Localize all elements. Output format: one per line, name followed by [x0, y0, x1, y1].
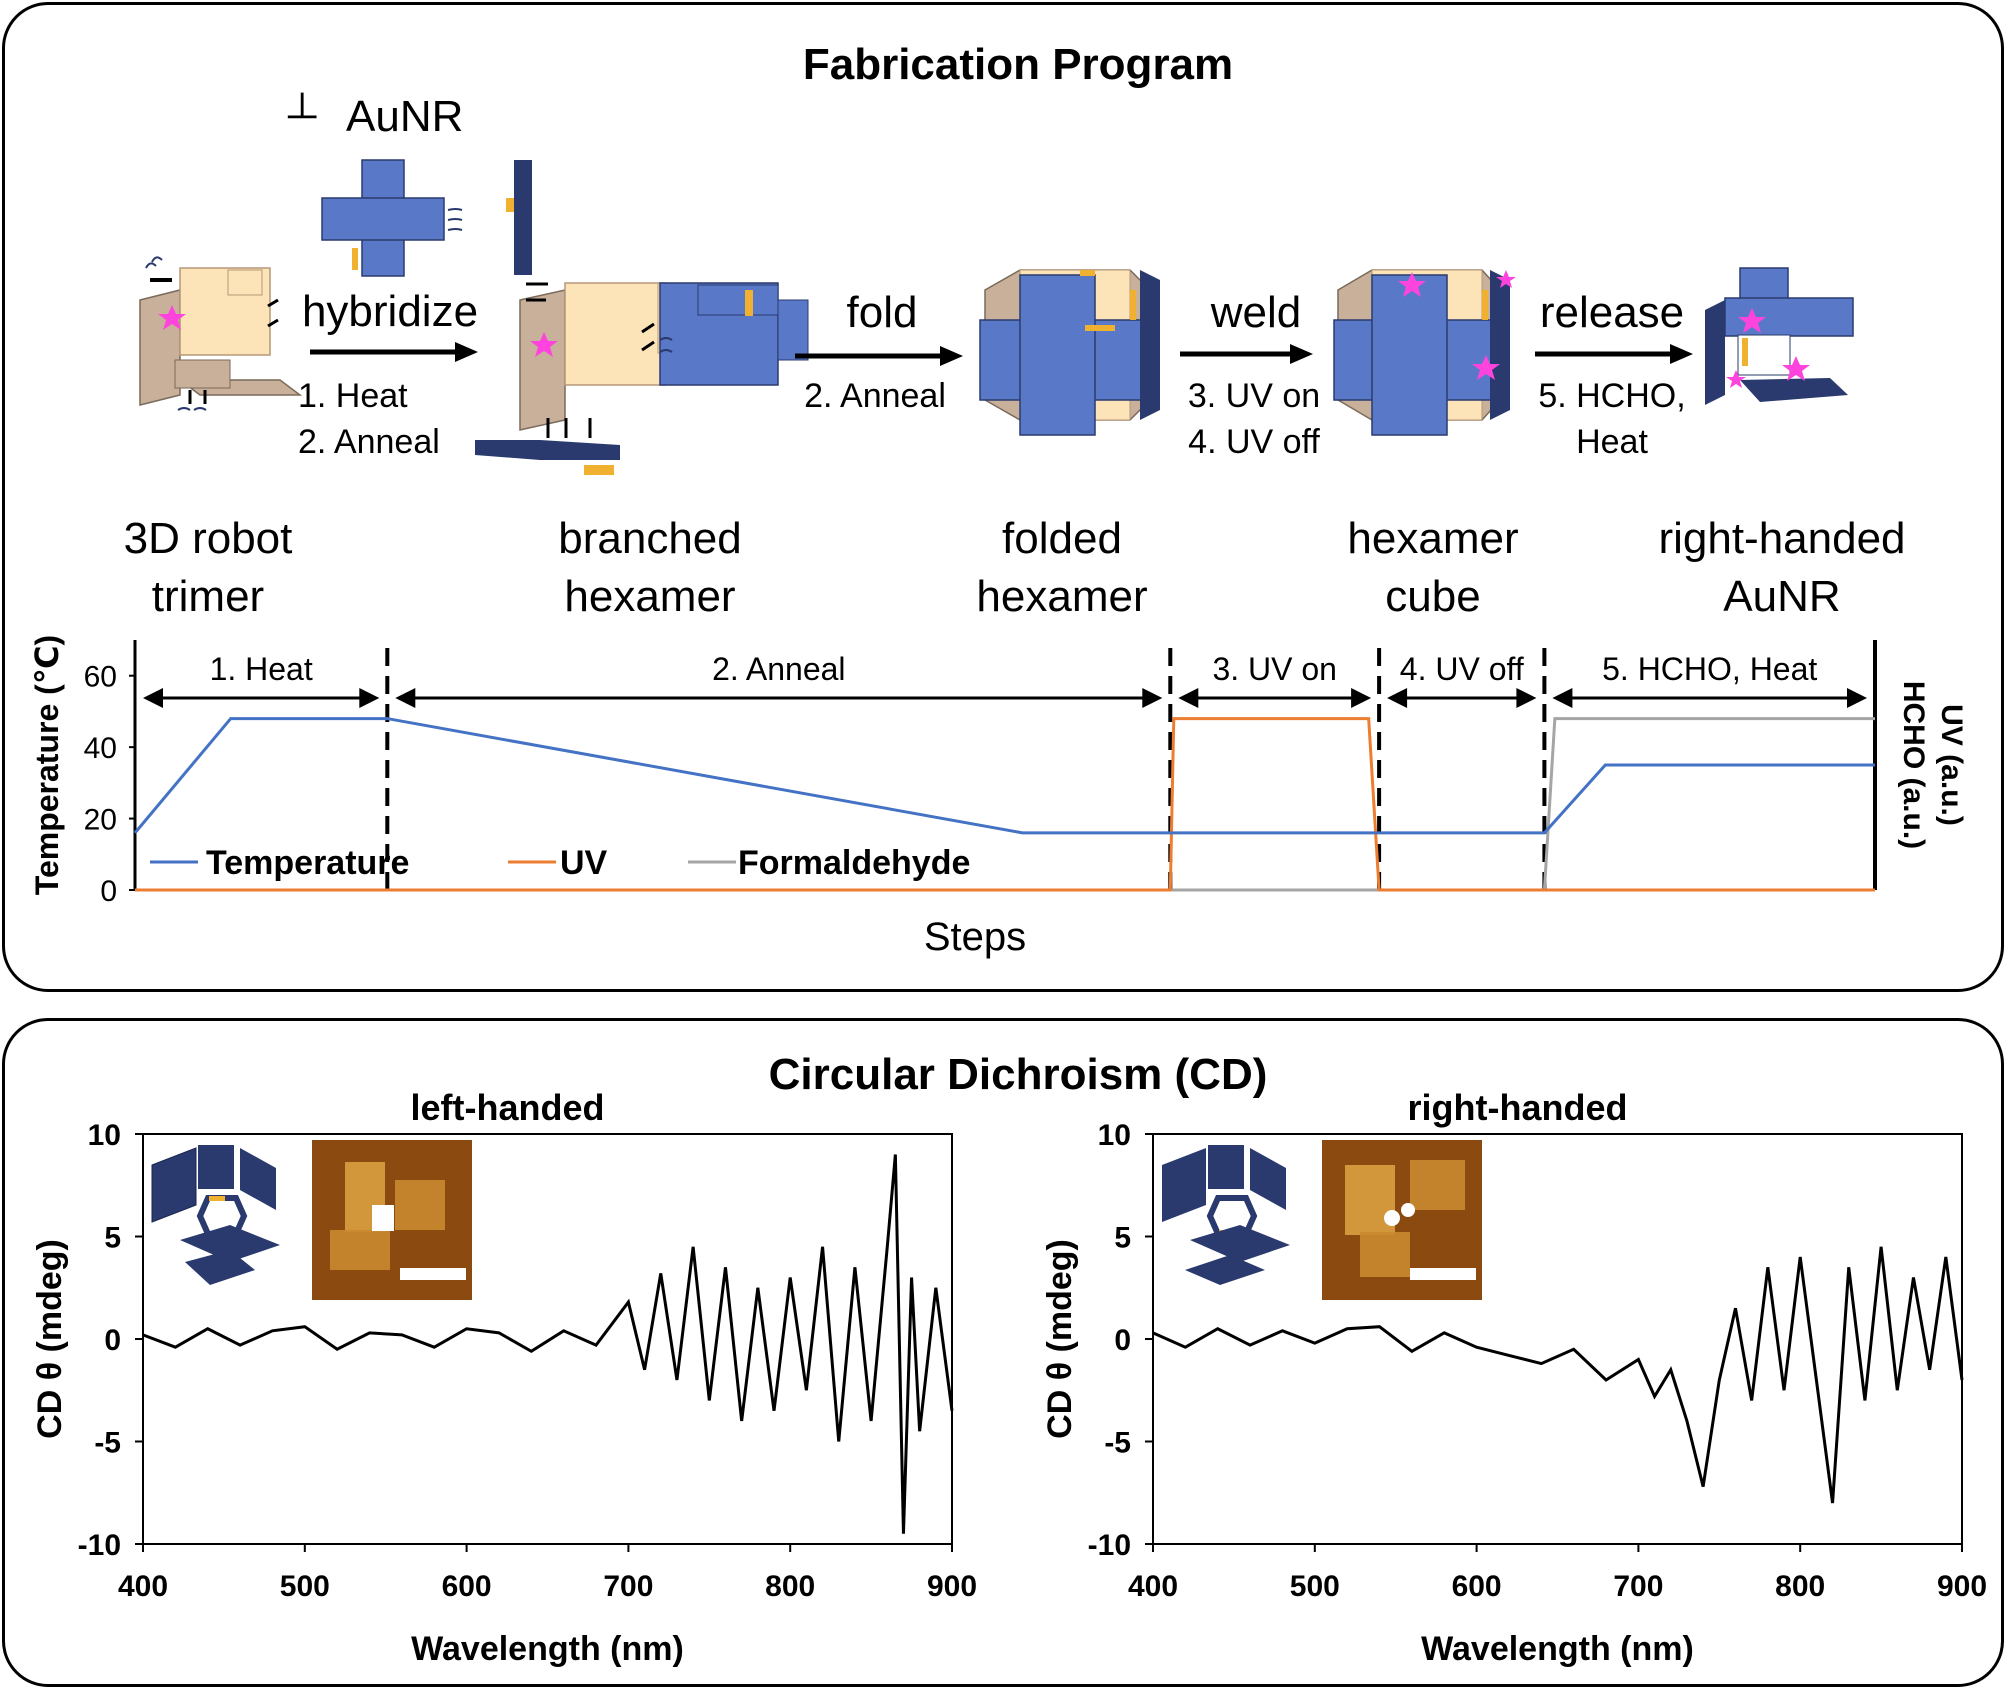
phase-arrow-head — [1847, 688, 1867, 708]
cd-spectrum-line — [1152, 1246, 1964, 1504]
x-tick-label: 800 — [765, 1570, 815, 1603]
phase-label: 1. Heat — [210, 651, 313, 687]
fabrication-schematic — [139, 159, 1854, 475]
x-tick-label: 900 — [1937, 1570, 1987, 1603]
temperature-program-chart: 0 20 40 60 Temperature (℃) UV (a.u.)HCHO (a.u… — [29, 635, 1968, 959]
transition-fold-label: fold — [846, 288, 918, 337]
y-tick-label: -5 — [1104, 1427, 1131, 1460]
branched-hexamer-icon — [475, 160, 809, 475]
phase-label: 5. HCHO, Heat — [1602, 651, 1817, 687]
transition-weld-step1: 3. UV on — [1187, 377, 1321, 415]
y-tick-label: 40 — [84, 732, 117, 765]
phase-arrow-head — [1351, 688, 1372, 708]
legend-label: UV — [560, 844, 608, 882]
x-axis-label: Wavelength (nm) — [1421, 1630, 1694, 1668]
cd-spectrum-line — [142, 1154, 954, 1534]
transition-hybridize-step1: 1. Heat — [298, 377, 408, 415]
folded-hexamer-icon — [979, 269, 1160, 436]
chart-title: left-handed — [411, 1087, 605, 1128]
y-tick-label: 10 — [88, 1119, 121, 1152]
phase-label: 3. UV on — [1212, 651, 1337, 687]
y2-axis-label-uv: UV (a.u.) — [1935, 704, 1968, 826]
cd-panel — [2, 1018, 2004, 1687]
hexamer-cube-icon — [1333, 269, 1516, 436]
phase-arrow-head — [1552, 688, 1573, 708]
chart-title: right-handed — [1408, 1087, 1628, 1128]
y-tick-label: 0 — [100, 875, 117, 908]
transition-fold-step1: 2. Anneal — [804, 377, 946, 415]
y-axis-label: Temperature (℃) — [29, 635, 65, 895]
x-tick-label: 400 — [118, 1570, 168, 1603]
legend-label: Formaldehyde — [738, 844, 970, 882]
right-handed-aunr-icon — [1705, 267, 1854, 405]
series-line-uv — [135, 717, 1875, 892]
x-tick-label: 700 — [1613, 1570, 1663, 1603]
y2-axis-label-hcho: HCHO (a.u.) — [1897, 681, 1930, 849]
phase-arrow-head — [1142, 688, 1163, 708]
y-tick-label: 10 — [1098, 1119, 1131, 1152]
x-tick-label: 800 — [1775, 1570, 1825, 1603]
x-tick-label: 500 — [1290, 1570, 1340, 1603]
transition-weld-step2: 4. UV off — [1188, 423, 1320, 461]
y-axis-label: CD θ (mdeg) — [31, 1239, 69, 1439]
phase-label: 4. UV off — [1400, 651, 1524, 687]
left-afm-image — [312, 1140, 472, 1300]
aunr-cross-icon — [321, 159, 463, 277]
x-tick-label: 400 — [1128, 1570, 1178, 1603]
x-tick-label: 500 — [280, 1570, 330, 1603]
trimer-structure-icon — [139, 256, 303, 411]
y-tick-label: 5 — [104, 1222, 121, 1255]
y-tick-label: 20 — [84, 804, 117, 837]
transition-release-label: release — [1539, 288, 1685, 337]
series-line-temperature — [133, 717, 1875, 835]
aunr-label: AuNR — [346, 92, 464, 141]
left-handed-structure-icon — [151, 1145, 280, 1285]
phase-arrow-head — [1387, 688, 1408, 708]
y-tick-label: -10 — [1088, 1529, 1131, 1562]
phase-arrow-head — [143, 688, 163, 708]
y-tick-label: 60 — [84, 661, 117, 694]
phase-label: 2. Anneal — [712, 651, 845, 687]
y-axis-label: CD θ (mdeg) — [1041, 1239, 1079, 1439]
x-tick-label: 700 — [603, 1570, 653, 1603]
x-tick-label: 900 — [927, 1570, 977, 1603]
y-tick-label: -10 — [78, 1529, 121, 1562]
aunr-symbol: ┴ — [288, 94, 317, 138]
x-tick-label: 600 — [442, 1570, 492, 1603]
phase-arrow-head — [1516, 688, 1537, 708]
x-tick-label: 600 — [1452, 1570, 1502, 1603]
y-tick-label: -5 — [94, 1427, 121, 1460]
legend-label: Temperature — [206, 844, 409, 882]
x-axis-label: Steps — [924, 915, 1026, 959]
transition-hybridize-step2: 2. Anneal — [298, 423, 440, 461]
right-handed-structure-icon — [1162, 1145, 1290, 1285]
transition-release-step1: 5. HCHO, — [1538, 377, 1686, 415]
y-tick-label: 0 — [104, 1324, 121, 1357]
x-axis-label: Wavelength (nm) — [411, 1630, 684, 1668]
transition-hybridize-label: hybridize — [301, 287, 479, 336]
fabrication-title: Fabrication Program — [802, 40, 1234, 89]
transition-release-step2: Heat — [1576, 423, 1648, 461]
phase-arrow-head — [395, 688, 416, 708]
y-tick-label: 5 — [1114, 1222, 1131, 1255]
right-afm-image — [1322, 1140, 1482, 1300]
phase-arrow-head — [1178, 688, 1199, 708]
cd-panel-title: Circular Dichroism (CD) — [768, 1050, 1268, 1099]
phase-arrow-head — [359, 688, 380, 708]
y-tick-label: 0 — [1114, 1324, 1131, 1357]
fabrication-panel — [2, 2, 2004, 992]
transition-weld-label: weld — [1210, 288, 1302, 337]
